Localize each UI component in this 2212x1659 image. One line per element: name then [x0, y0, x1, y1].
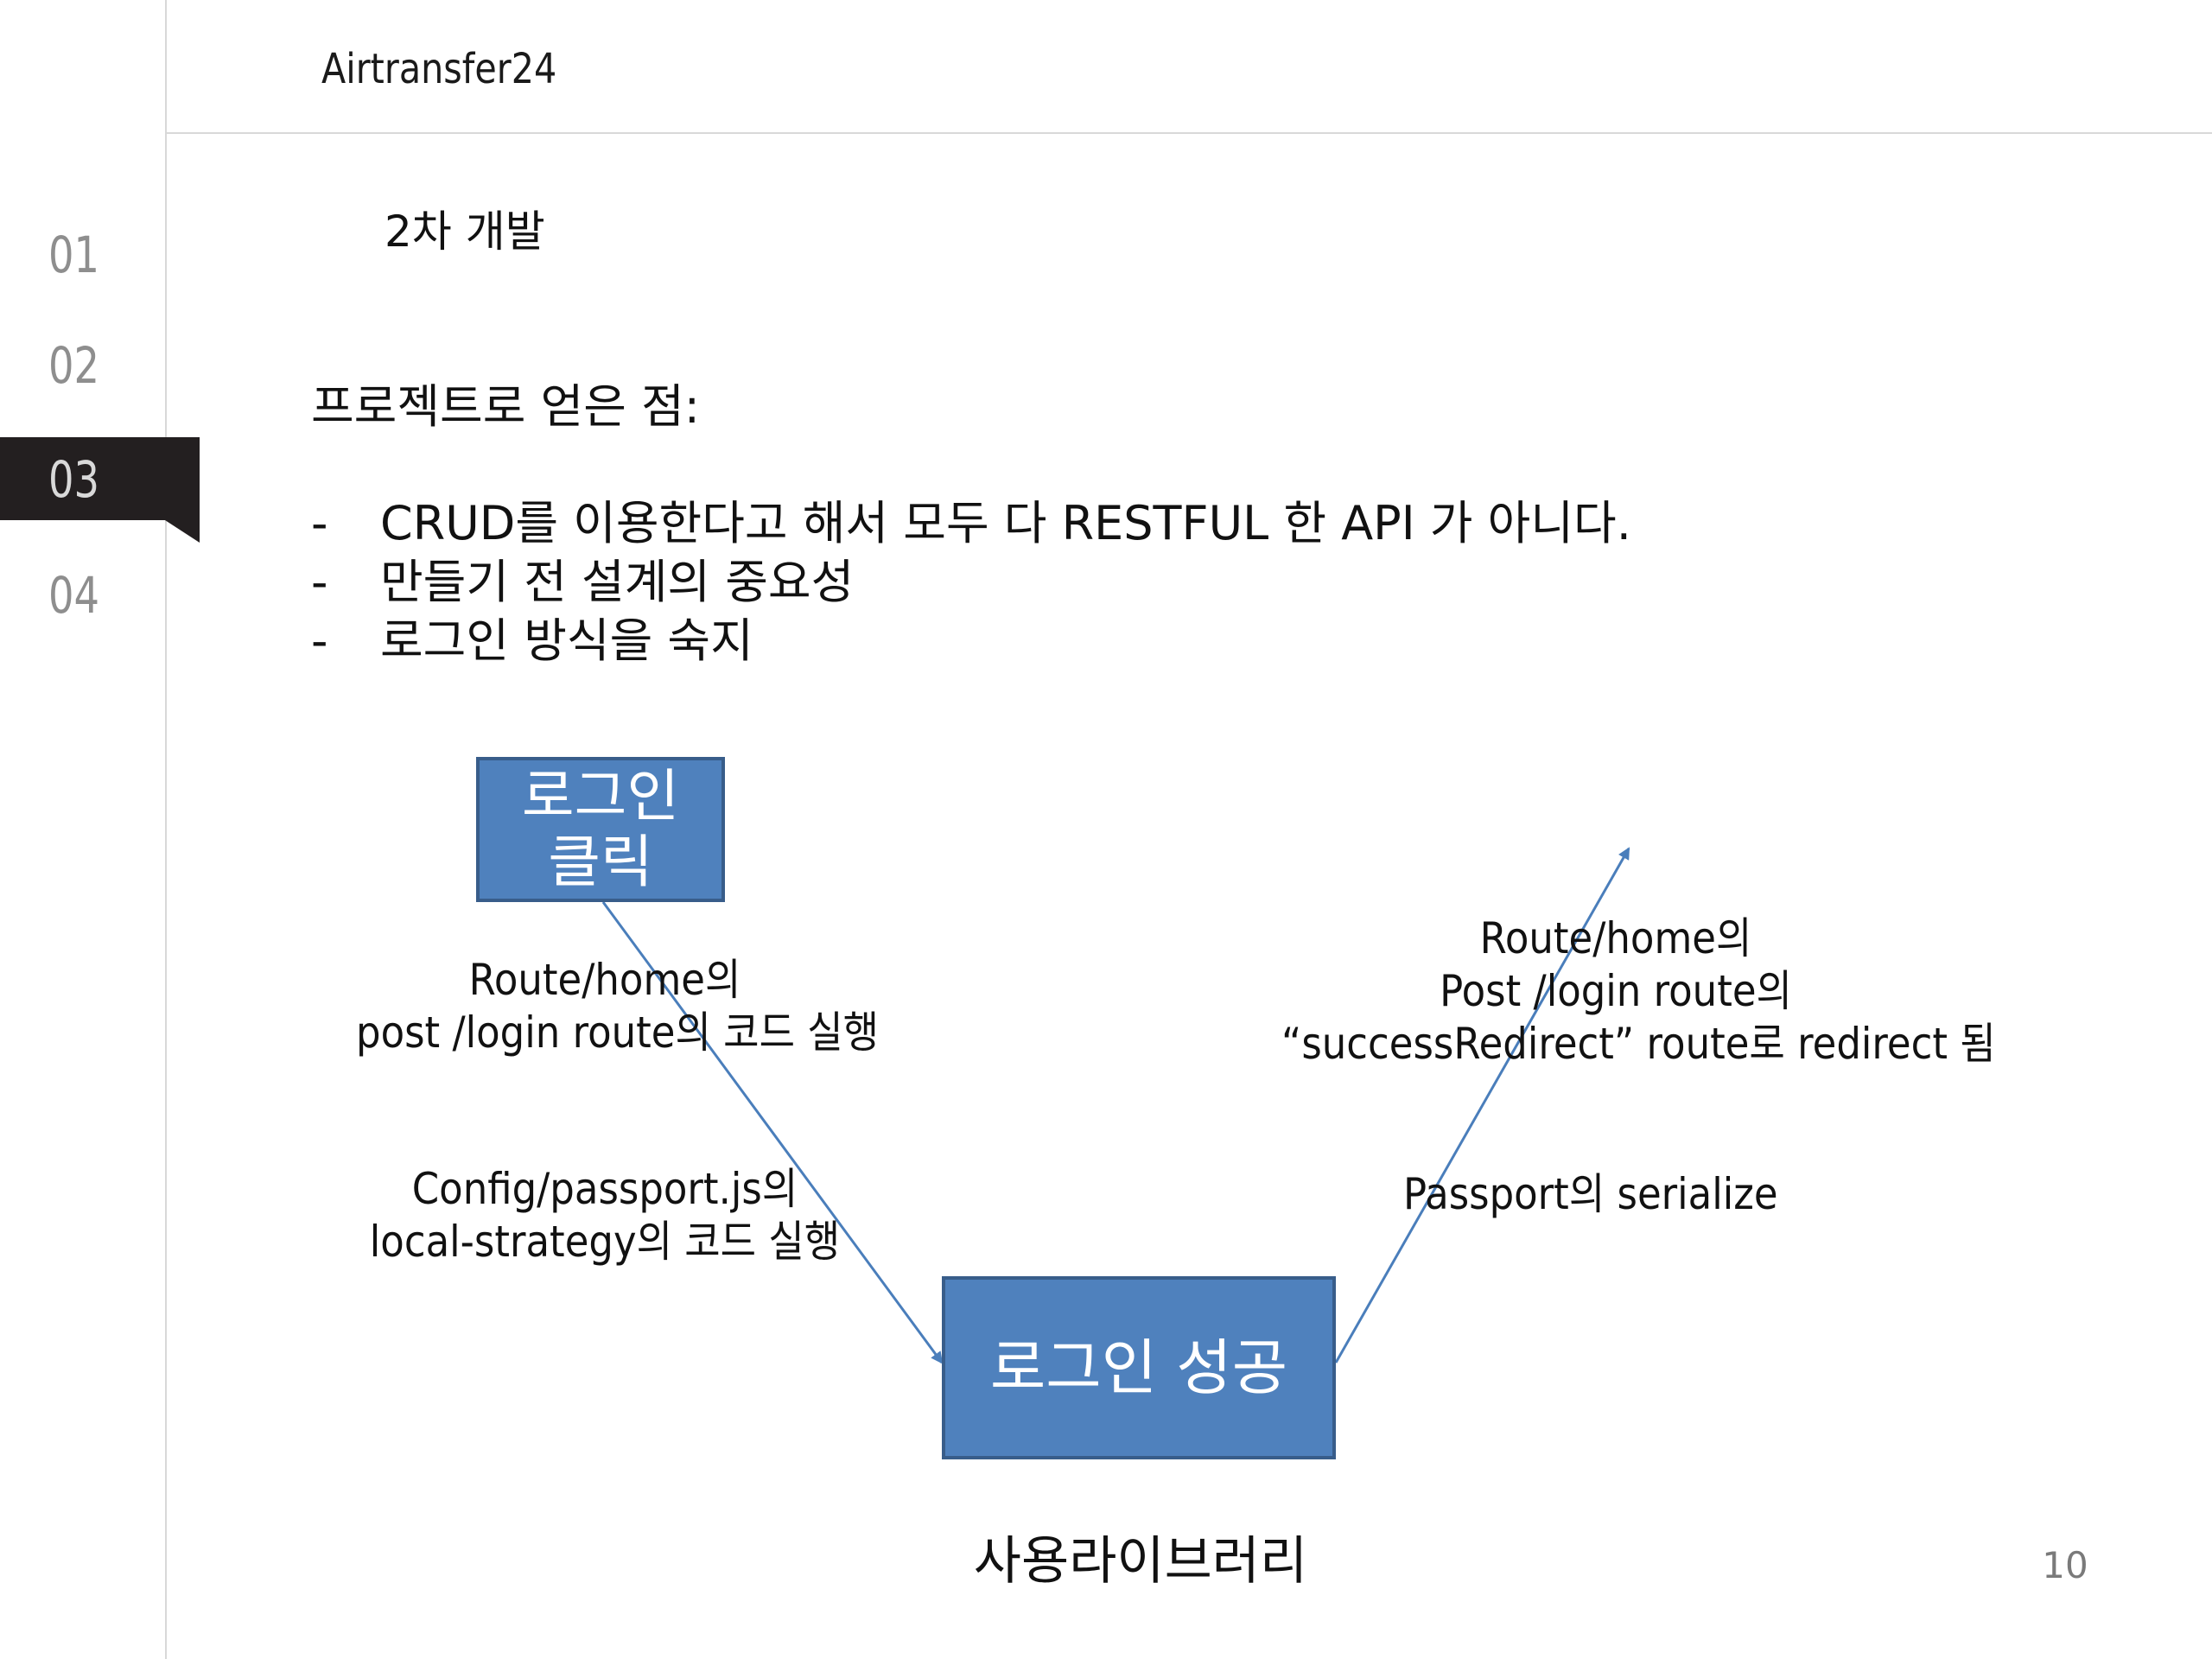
- label-line: local-strategy의 코드 실행: [369, 1217, 841, 1267]
- nav-item-04[interactable]: 04: [48, 566, 100, 625]
- bullet-text: 로그인 방식을 숙지: [380, 613, 753, 668]
- login-click-box: 로그인 클릭: [476, 757, 725, 902]
- label-line: Route/home의: [1479, 913, 1752, 963]
- lesson-bullet: -로그인 방식을 숙지: [311, 612, 753, 671]
- login-success-box: 로그인 성공: [942, 1276, 1336, 1459]
- footer-caption: 사용라이브러리: [973, 1531, 1308, 1592]
- nav-active-highlight: [0, 437, 200, 520]
- label-success-redirect: Route/home의 Post /login route의 “successR…: [1281, 912, 1996, 1071]
- label-config-passport: Config/passport.js의 local-strategy의 코드 실…: [356, 1163, 854, 1268]
- nav-active-fold-shape: [165, 520, 200, 543]
- page-number: 10: [2042, 1544, 2088, 1586]
- login-click-label: 로그인 클릭: [521, 763, 680, 895]
- nav-item-01[interactable]: 01: [48, 226, 100, 284]
- label-line: Post /login route의: [1440, 966, 1792, 1016]
- label-passport-serialize: Passport의 serialize: [1403, 1168, 1778, 1221]
- lesson-bullet: -만들기 전 설계의 중요성: [311, 553, 854, 612]
- label-line: Passport의 serialize: [1403, 1169, 1778, 1219]
- label-line: Config/passport.js의: [411, 1164, 798, 1214]
- bullet-dash: -: [311, 613, 328, 668]
- label-line: “successRedirect” route로 redirect 됨: [1281, 1019, 1996, 1069]
- bullet-text: 만들기 전 설계의 중요성: [380, 555, 855, 609]
- login-success-label: 로그인 성공: [989, 1332, 1288, 1403]
- label-line: Route/home의: [468, 955, 741, 1005]
- section-title: 2차 개발: [385, 207, 545, 257]
- bullet-dash: -: [311, 555, 328, 609]
- nav-item-03[interactable]: 03: [48, 450, 100, 509]
- presentation-title: Airtransfer24: [321, 45, 557, 93]
- header-divider: [167, 132, 2212, 134]
- label-line: post /login route의 코드 실행: [356, 1007, 880, 1058]
- sidebar-divider: [165, 0, 167, 1659]
- bullet-text: CRUD를 이용한다고 해서 모두 다 RESTFUL 한 API 가 아니다.: [380, 496, 1631, 550]
- lessons-heading: 프로젝트로 얻은 점:: [311, 379, 700, 434]
- bullet-dash: -: [311, 496, 328, 550]
- nav-item-02[interactable]: 02: [48, 336, 100, 395]
- label-route-home-post: Route/home의 post /login route의 코드 실행: [356, 954, 880, 1059]
- lesson-bullet: -CRUD를 이용한다고 해서 모두 다 RESTFUL 한 API 가 아니다…: [311, 494, 1631, 553]
